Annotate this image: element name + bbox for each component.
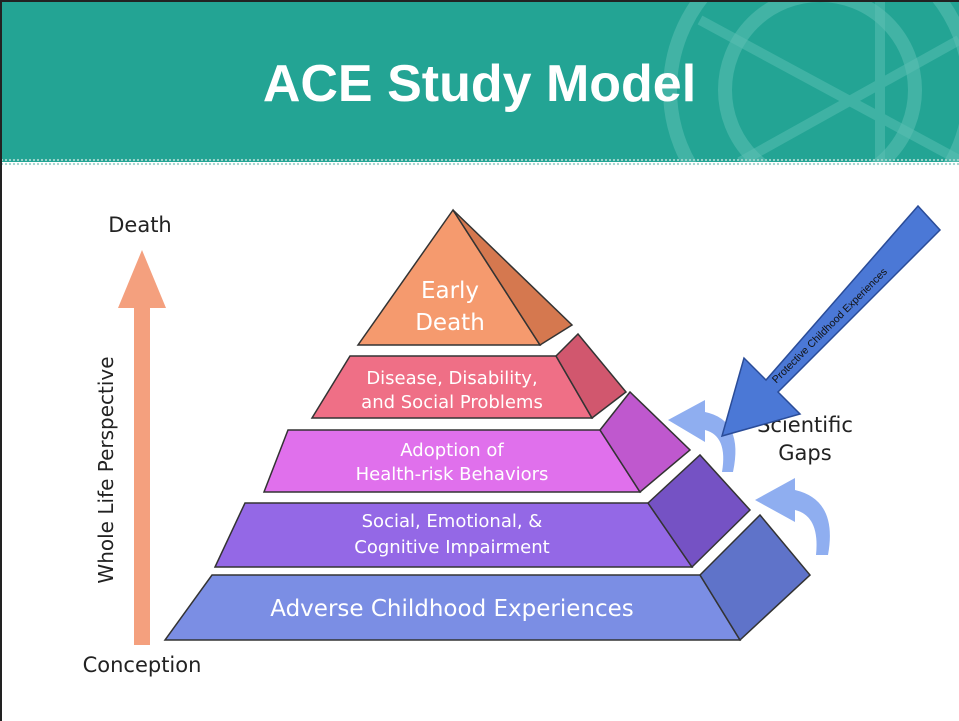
level-4-line-1: Social, Emotional, & — [362, 511, 543, 532]
protective-experiences-label: Protective Childhood Experiences — [770, 266, 890, 386]
level-1-line-2: Death — [415, 310, 485, 336]
frame-left — [0, 0, 2, 721]
banner-decoration — [663, 0, 959, 162]
dotted-divider — [0, 158, 959, 166]
gap-arrow-upper — [668, 400, 736, 472]
gap-arrow-lower — [755, 478, 830, 555]
level-3-line-2: Health-risk Behaviors — [356, 464, 549, 485]
conception-label: Conception — [83, 653, 202, 677]
death-label: Death — [108, 213, 172, 237]
scientific-gaps-line-2: Gaps — [778, 441, 831, 465]
title-banner: ACE Study Model — [0, 0, 959, 162]
pyramid-level-early-death — [356, 208, 574, 347]
whole-life-perspective-label: Whole Life Perspective — [94, 356, 118, 583]
pyramid-level-social-emotional-cognitive — [213, 453, 752, 569]
life-arrow — [118, 250, 166, 645]
level-4-line-2: Cognitive Impairment — [354, 537, 549, 558]
pyramid-level-health-risk-behaviors — [262, 390, 692, 494]
protective-experiences-arrow: Protective Childhood Experiences — [720, 204, 942, 438]
page-title: ACE Study Model — [262, 55, 697, 113]
level-2-line-2: and Social Problems — [361, 392, 543, 413]
frame-top — [0, 0, 959, 2]
pyramid-level-adverse-childhood-experiences — [163, 513, 812, 642]
level-5-label: Adverse Childhood Experiences — [270, 596, 634, 622]
level-2-line-1: Disease, Disability, — [366, 368, 537, 389]
level-3-line-1: Adoption of — [400, 440, 504, 461]
pyramid-level-disease-disability — [310, 332, 628, 420]
level-1-line-1: Early — [421, 278, 479, 304]
